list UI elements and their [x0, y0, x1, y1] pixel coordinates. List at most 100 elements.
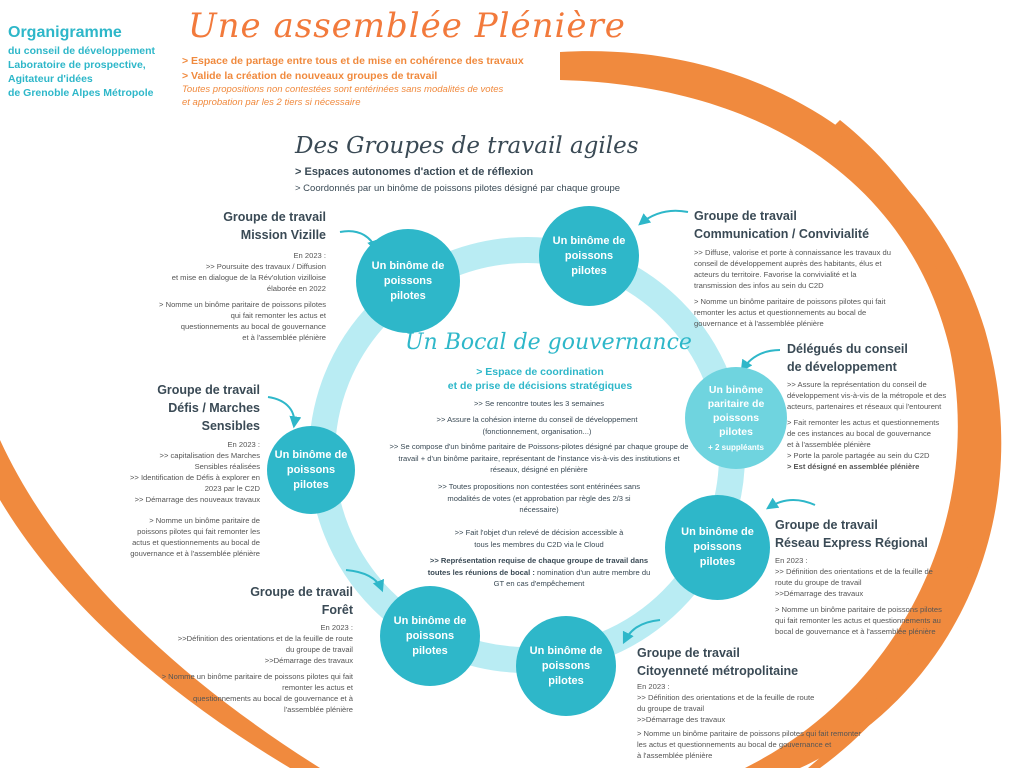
- group-body-line: 2023 par le C2D: [204, 484, 260, 493]
- header-note: et approbation par les 2 tiers si nécess…: [182, 97, 361, 108]
- arrow-rer: [766, 497, 816, 510]
- group-body-line: questionnements au bocal de gouvernance …: [192, 694, 353, 703]
- header-note: Toutes propositions non contestées sont …: [182, 84, 504, 95]
- group-body-line: En 2023 :: [775, 556, 808, 565]
- group-body-line: > Nomme un binôme paritaire de poissons …: [637, 729, 861, 738]
- header-bullet: > Valide la création de nouveaux groupes…: [182, 70, 438, 82]
- group-body-line: > Nomme un binôme paritaire de: [149, 516, 260, 525]
- group-body-line: >>Définition des orientations et de la f…: [177, 634, 353, 643]
- group-body-line: route du groupe de travail: [775, 578, 862, 587]
- circle-label: Un binôme de poissons pilotes: [393, 614, 467, 657]
- circle-label: Un binôme de poissons pilotes: [552, 234, 626, 277]
- groups-line: > Coordonnés par un binôme de poissons p…: [295, 183, 621, 194]
- header-bullet: > Espace de partage entre tous et de mis…: [182, 55, 524, 67]
- group-body-line: et à l'assemblée plénière: [787, 440, 871, 449]
- arrow-delegues: [740, 349, 781, 372]
- group-body: En 2023 : >>Définition des orientations …: [130, 622, 353, 715]
- group-vizille: Groupe de travail Mission Vizille En 202…: [150, 208, 326, 348]
- group-title-line: de développement: [787, 360, 897, 374]
- group-title: Groupe de travail Mission Vizille: [150, 208, 326, 244]
- group-body-line: qui fait remonter les actus et: [230, 311, 326, 320]
- group-body-line: l'assemblée plénière: [284, 705, 353, 714]
- circle-rer: Un binôme de poissons pilotes: [665, 495, 770, 600]
- group-body-line: >>Démarrage des travaux: [775, 589, 864, 598]
- bocal-subtitle: > Espace de coordination et de prise de …: [420, 365, 660, 393]
- groups-line: > Espaces autonomes d'action et de réfle…: [295, 166, 534, 178]
- group-body-line: > Nomme un binôme paritaire de poissons …: [694, 297, 886, 306]
- group-title-line: Forêt: [321, 603, 353, 617]
- group-rer: Groupe de travail Réseau Express Régiona…: [775, 516, 975, 642]
- group-body-line: et mise en dialogue de la Rév'olution vi…: [171, 273, 326, 282]
- group-title-line: Groupe de travail: [637, 646, 740, 660]
- bocal-sub-line: > Espace de coordination: [476, 366, 604, 378]
- group-body-line: >>Démarrage des travaux: [264, 656, 353, 665]
- group-body-line: En 2023 :: [320, 623, 353, 632]
- bocal-last-rest: nomination d'un autre membre du GT en ca…: [493, 567, 651, 589]
- group-title: Groupe de travail Communication / Conviv…: [694, 207, 924, 243]
- group-body-line: de ces instances au bocal de gouvernance: [787, 429, 931, 438]
- bocal-item-last: >> Représentation requise de chaque grou…: [424, 555, 654, 590]
- group-body-line: Sensibles réalisées: [194, 462, 260, 471]
- arrow-communication: [638, 209, 689, 226]
- group-body: En 2023 : >> Définition des orientations…: [637, 681, 907, 761]
- group-body-line: En 2023 :: [227, 440, 260, 449]
- group-body-line: acteurs, partenaires et réseaux qui l'en…: [787, 402, 942, 411]
- circle-label: Un binôme de poissons pilotes: [529, 644, 603, 687]
- group-body: En 2023 : >> Définition des orientations…: [775, 555, 975, 637]
- group-title-line: Groupe de travail: [775, 518, 878, 532]
- group-title: Groupe de travail Défis / Marches Sensib…: [100, 381, 260, 435]
- org-title: Organigramme: [8, 24, 122, 41]
- group-body: >> Diffuse, valorise et porte à connaiss…: [694, 247, 924, 329]
- group-body-line: > Est désigné en assemblée plénière: [787, 462, 920, 471]
- group-title: Groupe de travail Forêt: [130, 583, 353, 619]
- group-body-line: En 2023 :: [293, 251, 326, 260]
- group-title-line: Citoyenneté métropolitaine: [637, 664, 799, 678]
- group-title-line: Groupe de travail: [223, 210, 326, 224]
- circle-label: Un binôme de poissons pilotes: [371, 259, 445, 302]
- circle-label: Un binôme de poissons pilotes: [681, 526, 754, 568]
- org-line: Laboratoire de prospective,: [8, 59, 146, 71]
- org-line: du conseil de développement: [8, 45, 156, 57]
- group-title: Groupe de travail Citoyenneté métropolit…: [637, 644, 907, 680]
- circle-vizille: Un binôme de poissons pilotes: [356, 229, 460, 333]
- group-body-line: à l'assemblée plénière: [637, 751, 713, 760]
- circle-label: Un binôme de poissons pilotes: [274, 448, 348, 491]
- group-title-line: Défis / Marches: [168, 401, 260, 415]
- group-body-line: > Nomme un binôme paritaire de poissons …: [159, 300, 326, 309]
- main-title: Une assemblée Plénière: [188, 6, 626, 46]
- org-subtitle: du conseil de développement Laboratoire …: [8, 44, 168, 100]
- org-line: de Grenoble Alpes Métropole: [8, 87, 154, 99]
- group-title-line: Mission Vizille: [240, 228, 326, 242]
- circle-defis: Un binôme de poissons pilotes: [267, 426, 355, 514]
- group-body-line: gouvernance et à l'assemblée plénière: [130, 549, 260, 558]
- bocal-item: >> Se rencontre toutes les 3 semaines: [473, 399, 604, 408]
- group-title: Groupe de travail Réseau Express Régiona…: [775, 516, 975, 552]
- group-title: Délégués du conseil de développement: [787, 340, 987, 376]
- group-title-line: Groupe de travail: [157, 383, 260, 397]
- group-body-line: les actus et questionnements au bocal de…: [637, 740, 832, 749]
- bocal-item: >> Toutes propositions non contestées so…: [437, 482, 641, 514]
- group-body-line: élaborée en 2022: [266, 284, 326, 293]
- group-body-line: >> Diffuse, valorise et porte à connaiss…: [694, 248, 891, 257]
- bocal-item: >> Fait l'objet d'un relevé de décision …: [454, 528, 624, 549]
- group-body-line: acteurs du territoire. Favorise la convi…: [694, 270, 857, 279]
- group-body-line: développement vis-à-vis de la métropole …: [787, 391, 947, 400]
- group-body-line: En 2023 :: [637, 682, 670, 691]
- group-body-line: >> Poursuite des travaux / Diffusion: [205, 262, 326, 271]
- orange-swoosh-thin: [808, 120, 992, 768]
- circle-label: Un binôme paritaire de poissons pilotes: [707, 384, 765, 438]
- group-body-line: >> capitalisation des Marches: [159, 451, 260, 460]
- group-body-line: et à l'assemblée plénière: [242, 333, 326, 342]
- circle-delegues: Un binôme paritaire de poissons pilotes …: [685, 367, 787, 469]
- group-body-line: > Nomme un binôme paritaire de poissons …: [161, 672, 353, 681]
- group-communication: Groupe de travail Communication / Conviv…: [694, 207, 924, 334]
- group-defis: Groupe de travail Défis / Marches Sensib…: [100, 381, 260, 564]
- group-citoyennete: Groupe de travail Citoyenneté métropolit…: [637, 644, 907, 766]
- group-body: En 2023 : >> capitalisation des Marches …: [100, 439, 260, 559]
- group-body-line: remonter les actus et: [282, 683, 353, 692]
- group-body-line: >>Démarrage des travaux: [637, 715, 726, 724]
- groups-title: Des Groupes de travail agiles: [295, 133, 639, 159]
- circle-communication: Un binôme de poissons pilotes: [539, 206, 639, 306]
- arrow-defis: [267, 396, 302, 429]
- group-body-line: >> Démarrage des nouveaux travaux: [134, 495, 260, 504]
